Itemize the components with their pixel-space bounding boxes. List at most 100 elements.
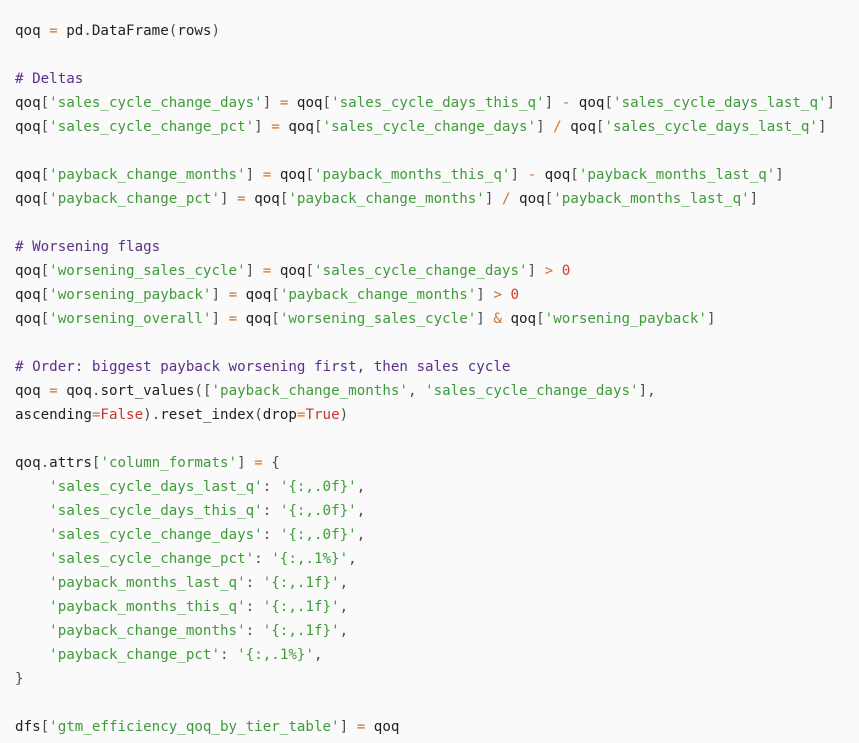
code-text	[254, 167, 263, 183]
operator: -	[527, 167, 537, 183]
code-text: rows	[177, 23, 212, 39]
punctuation: ]	[220, 191, 229, 207]
punctuation: [	[40, 191, 50, 207]
punctuation: ]	[775, 167, 784, 183]
code-text: qoq	[510, 191, 545, 207]
code-text: qoq	[15, 167, 41, 183]
code-text: attrs	[49, 455, 92, 471]
punctuation: [	[604, 95, 613, 111]
code-text: qoq	[271, 167, 306, 183]
operator: >	[493, 287, 502, 303]
code-text: sort_values	[100, 383, 195, 399]
code-text	[348, 719, 357, 735]
code-text	[271, 479, 280, 495]
code-line: dfs['gtm_efficiency_qoq_by_tier_table'] …	[15, 715, 859, 739]
string-literal: 'sales_cycle_days_last_q'	[604, 119, 818, 135]
punctuation: ,	[313, 647, 323, 663]
code-text: pd	[57, 23, 84, 39]
code-line: qoq = qoq.sort_values(['payback_change_m…	[15, 379, 859, 403]
operator: =	[279, 95, 289, 111]
operator: =	[262, 167, 272, 183]
code-line: 'sales_cycle_change_pct': '{:,.1%}',	[15, 547, 859, 571]
blank-line	[15, 139, 859, 163]
string-literal: 'sales_cycle_change_days'	[425, 383, 639, 399]
code-text: qoq	[288, 95, 323, 111]
string-literal: 'payback_months_last_q'	[578, 167, 776, 183]
code-text: qoq	[245, 191, 280, 207]
code-text	[417, 383, 426, 399]
punctuation: [	[271, 311, 280, 327]
punctuation: [	[40, 95, 50, 111]
operator: =	[296, 407, 306, 423]
operator: =	[228, 287, 238, 303]
code-text	[15, 623, 49, 639]
string-literal: 'sales_cycle_change_pct'	[49, 551, 255, 567]
blank-line	[15, 43, 859, 67]
blank-line	[15, 211, 859, 235]
code-text	[254, 263, 263, 279]
punctuation: [	[40, 719, 50, 735]
punctuation: ]	[262, 95, 272, 111]
operator: =	[237, 191, 246, 207]
code-line: 'payback_months_last_q': '{:,.1f}',	[15, 571, 859, 595]
string-literal: '{:,.1f}'	[262, 575, 340, 591]
code-line: # Deltas	[15, 67, 859, 91]
code-line: qoq = pd.DataFrame(rows)	[15, 19, 859, 43]
number-literal: 0	[561, 263, 571, 279]
punctuation: [	[536, 311, 545, 327]
operator: =	[49, 383, 58, 399]
punctuation: ]	[339, 719, 349, 735]
code-text	[15, 575, 49, 591]
code-text	[15, 503, 49, 519]
punctuation: [	[322, 95, 332, 111]
code-text	[246, 455, 255, 471]
code-text: qoq	[365, 719, 400, 735]
code-line: ascending=False).reset_index(drop=True)	[15, 403, 859, 427]
string-literal: '{:,.0f}'	[279, 527, 357, 543]
punctuation: [	[570, 167, 579, 183]
code-line: # Order: biggest payback worsening first…	[15, 355, 859, 379]
code-text	[15, 599, 49, 615]
code-text	[271, 503, 280, 519]
code-text: qoq	[15, 23, 50, 39]
string-literal: 'payback_change_months'	[288, 191, 485, 207]
punctuation: :	[262, 479, 272, 495]
code-text	[15, 479, 49, 495]
code-text: qoq	[15, 263, 41, 279]
code-text: qoq	[501, 311, 537, 327]
string-literal: 'payback_months_this_q'	[314, 167, 511, 183]
string-literal: '{:,.1f}'	[262, 599, 340, 615]
punctuation: }	[15, 671, 24, 687]
punctuation: ,	[339, 575, 349, 591]
punctuation: :	[254, 551, 263, 567]
string-literal: 'worsening_payback'	[544, 311, 707, 327]
punctuation: ]	[536, 119, 545, 135]
operator: &	[493, 311, 502, 327]
code-comment: # Deltas	[15, 71, 84, 87]
punctuation: )	[211, 23, 221, 39]
code-line: }	[15, 667, 859, 691]
punctuation: :	[262, 527, 272, 543]
code-text	[15, 551, 49, 567]
code-line: qoq['worsening_sales_cycle'] = qoq['sale…	[15, 259, 859, 283]
string-literal: 'worsening_payback'	[49, 287, 212, 303]
code-text	[271, 527, 280, 543]
string-literal: 'payback_months_last_q'	[553, 191, 750, 207]
punctuation: [	[279, 191, 289, 207]
operator: >	[544, 263, 554, 279]
punctuation: ]	[245, 263, 255, 279]
punctuation: ,	[356, 479, 366, 495]
punctuation: [	[313, 119, 323, 135]
keyword: True	[305, 407, 340, 423]
code-comment: # Worsening flags	[15, 239, 161, 255]
punctuation: :	[245, 575, 255, 591]
code-text	[15, 647, 49, 663]
string-literal: 'payback_months_this_q'	[49, 599, 246, 615]
number-literal: 0	[510, 287, 520, 303]
string-literal: 'sales_cycle_change_pct'	[49, 119, 255, 135]
string-literal: '{:,.1f}'	[262, 623, 340, 639]
punctuation: ]	[749, 191, 759, 207]
code-text: dfs	[15, 719, 41, 735]
code-text	[220, 311, 229, 327]
